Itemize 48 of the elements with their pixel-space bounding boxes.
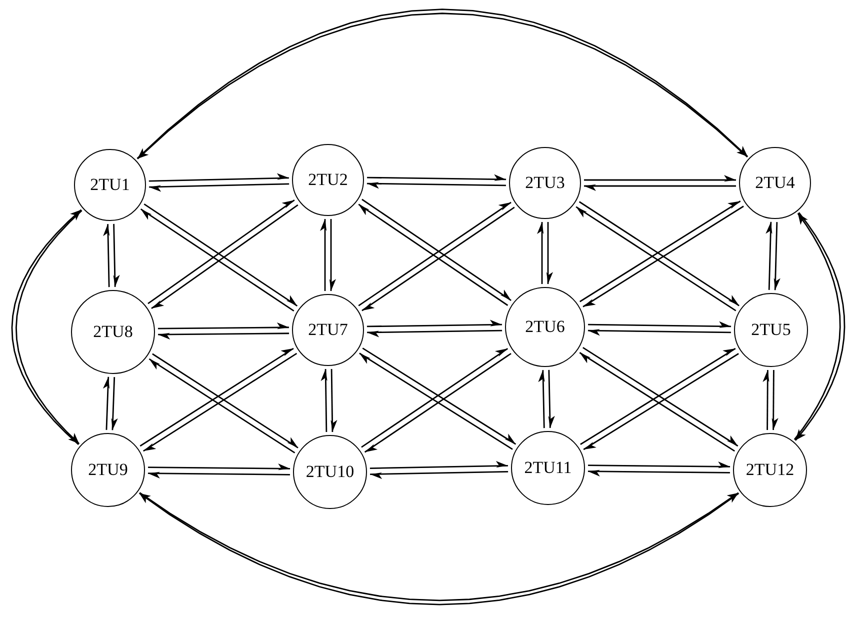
arrow xyxy=(329,219,336,291)
state-label: 2TU10 xyxy=(306,462,354,482)
arrow xyxy=(370,460,508,469)
arrow xyxy=(370,471,508,480)
arrow xyxy=(366,320,502,328)
state-circle xyxy=(74,149,146,221)
arrow xyxy=(367,330,502,338)
arrow xyxy=(538,370,545,428)
arrow xyxy=(113,224,120,287)
arrow xyxy=(148,472,290,478)
arrow xyxy=(584,184,736,191)
arrow xyxy=(548,370,555,428)
state-label: 2TU5 xyxy=(751,320,791,340)
arrow xyxy=(103,224,110,288)
state-label: 2TU9 xyxy=(88,460,128,480)
state-label: 2TU3 xyxy=(525,173,565,193)
arrow xyxy=(320,219,327,291)
state-label: 2TU1 xyxy=(90,175,130,195)
arrow xyxy=(367,174,506,181)
state-label: 2TU6 xyxy=(525,317,565,337)
arrow xyxy=(537,222,544,284)
arrow xyxy=(158,332,290,340)
arrow xyxy=(111,377,118,430)
arrow xyxy=(148,173,289,182)
arrow xyxy=(102,376,110,430)
state-label: 2TU7 xyxy=(308,320,348,340)
arrow xyxy=(588,329,731,336)
arrow xyxy=(588,462,730,468)
arrow xyxy=(762,370,770,430)
state-label: 2TU12 xyxy=(746,460,794,480)
arrow xyxy=(772,370,778,430)
state-label: 2TU2 xyxy=(308,170,348,190)
arrow xyxy=(766,222,772,290)
arrow xyxy=(584,175,736,182)
arrow xyxy=(149,183,290,192)
arrow xyxy=(588,321,732,328)
arrow xyxy=(330,368,338,432)
arrow xyxy=(320,369,328,432)
state-label: 2TU8 xyxy=(93,322,133,342)
state-circle xyxy=(739,147,811,219)
arrow xyxy=(588,470,730,476)
arrow xyxy=(158,322,289,330)
state-label: 2TU4 xyxy=(755,173,795,193)
arrow xyxy=(774,222,780,290)
arrow xyxy=(148,464,290,470)
arrow xyxy=(546,222,553,284)
arrow xyxy=(366,182,506,189)
state-label: 2TU11 xyxy=(524,458,572,478)
